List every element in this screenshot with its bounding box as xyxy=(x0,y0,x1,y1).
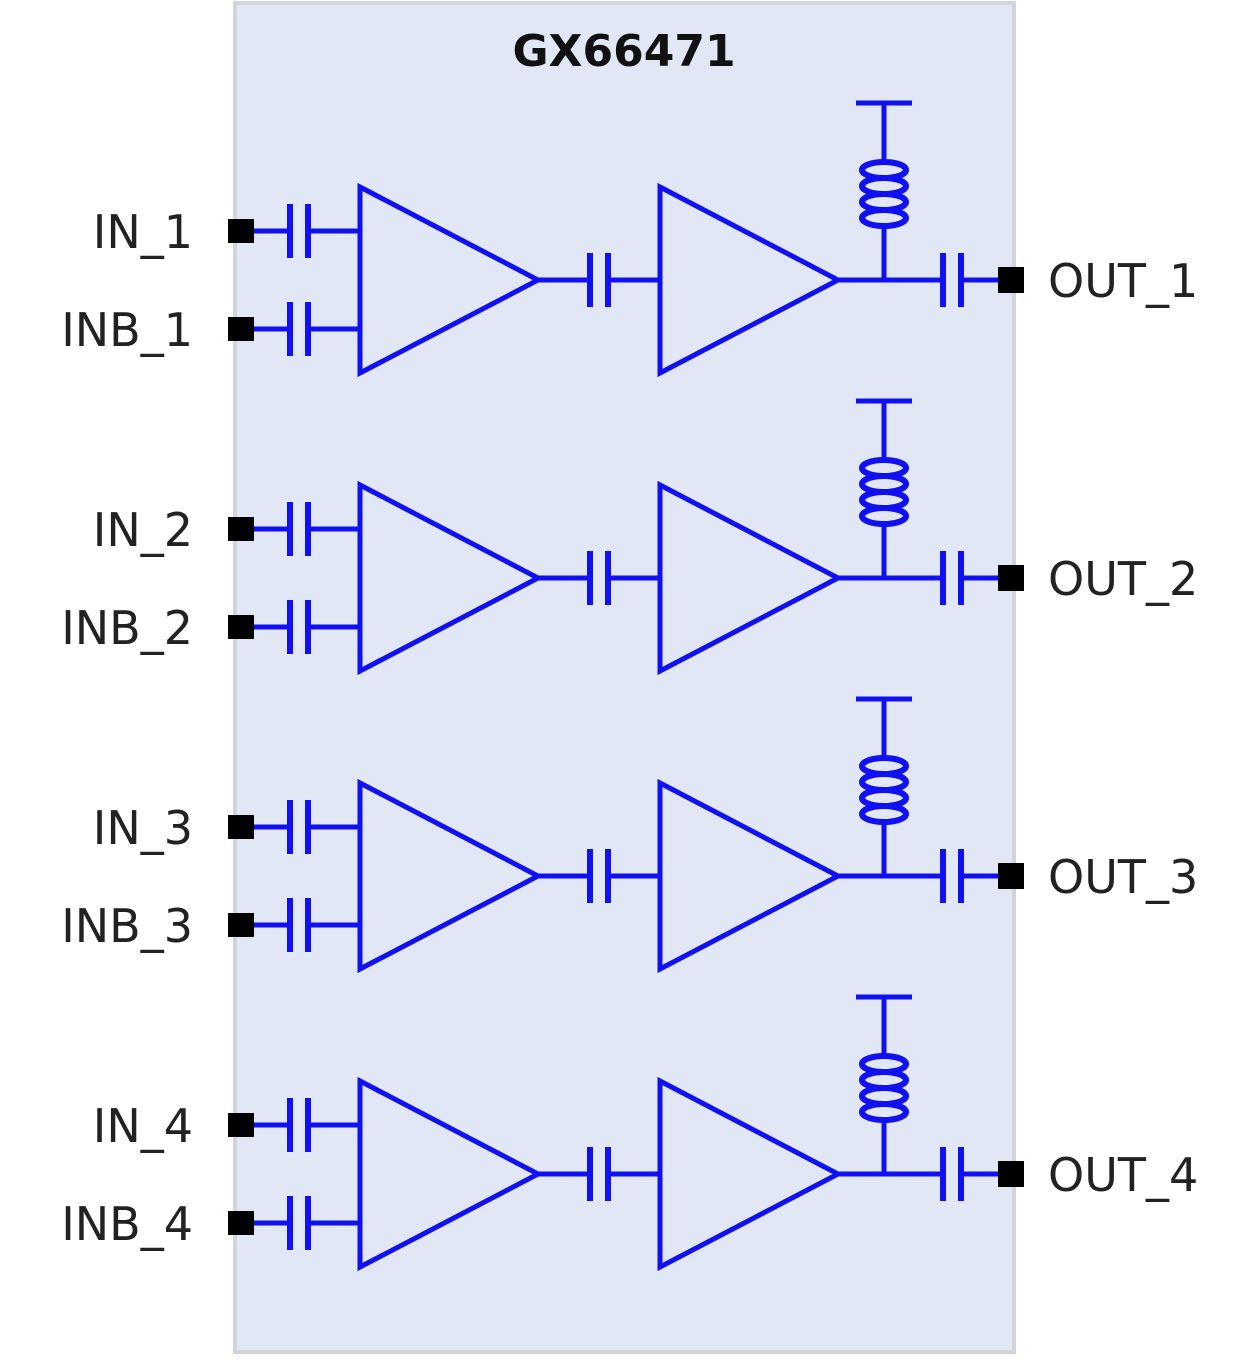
label-out: OUT_3 xyxy=(1048,850,1198,904)
differential-amplifier xyxy=(357,480,544,676)
label-out: OUT_2 xyxy=(1048,552,1198,606)
output-amplifier xyxy=(657,480,844,676)
channels: IN_1INB_1OUT_1IN_2INB_2OUT_2IN_3INB_3OUT… xyxy=(61,100,1198,1272)
pin-out[interactable] xyxy=(998,1161,1024,1187)
output-amplifier xyxy=(657,778,844,974)
pin-in[interactable] xyxy=(228,219,254,243)
pin-inb[interactable] xyxy=(228,615,254,639)
differential-amplifier xyxy=(357,778,544,974)
pin-out[interactable] xyxy=(998,267,1024,293)
label-in: IN_2 xyxy=(93,503,193,557)
pin-inb[interactable] xyxy=(228,913,254,937)
pin-inb[interactable] xyxy=(228,317,254,341)
label-out: OUT_1 xyxy=(1048,254,1198,308)
label-inb: INB_1 xyxy=(61,303,193,357)
label-inb: INB_3 xyxy=(61,899,193,953)
pin-out[interactable] xyxy=(998,863,1024,889)
pin-inb[interactable] xyxy=(228,1211,254,1235)
chip-title: GX66471 xyxy=(512,26,735,77)
differential-amplifier xyxy=(357,1076,544,1272)
label-inb: INB_2 xyxy=(61,601,193,655)
label-in: IN_1 xyxy=(93,205,193,259)
output-amplifier xyxy=(657,1076,844,1272)
label-out: OUT_4 xyxy=(1048,1148,1198,1202)
output-amplifier xyxy=(657,182,844,378)
pin-in[interactable] xyxy=(228,815,254,839)
pin-in[interactable] xyxy=(228,517,254,541)
label-in: IN_4 xyxy=(93,1099,193,1153)
pin-in[interactable] xyxy=(228,1113,254,1137)
inductor-icon xyxy=(859,1053,909,1123)
pin-out[interactable] xyxy=(998,565,1024,591)
differential-amplifier xyxy=(357,182,544,378)
label-inb: INB_4 xyxy=(61,1197,193,1251)
label-in: IN_3 xyxy=(93,801,193,855)
inductor-icon xyxy=(859,159,909,229)
